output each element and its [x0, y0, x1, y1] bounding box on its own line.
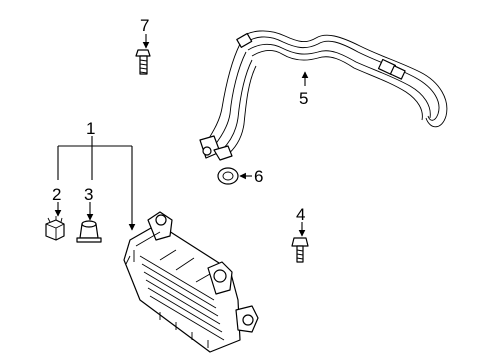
leader-lines — [54, 34, 309, 237]
callout-6: 6 — [254, 167, 263, 186]
line-bolt-part — [135, 49, 151, 75]
oil-cooler-lines-part — [199, 30, 448, 161]
o-ring-seal-part — [217, 167, 239, 185]
mounting-bolt-part — [291, 237, 309, 263]
callout-7: 7 — [140, 16, 149, 35]
cooler-cap-part — [76, 220, 102, 243]
callout-3: 3 — [84, 185, 93, 204]
callout-2: 2 — [52, 185, 61, 204]
callout-1: 1 — [86, 119, 95, 138]
cooler-nut-part — [45, 216, 65, 241]
oil-cooler-part — [123, 211, 259, 353]
callout-labels: 1 2 3 4 5 6 7 — [52, 16, 308, 224]
callout-5: 5 — [299, 89, 308, 108]
callout-4: 4 — [296, 205, 305, 224]
